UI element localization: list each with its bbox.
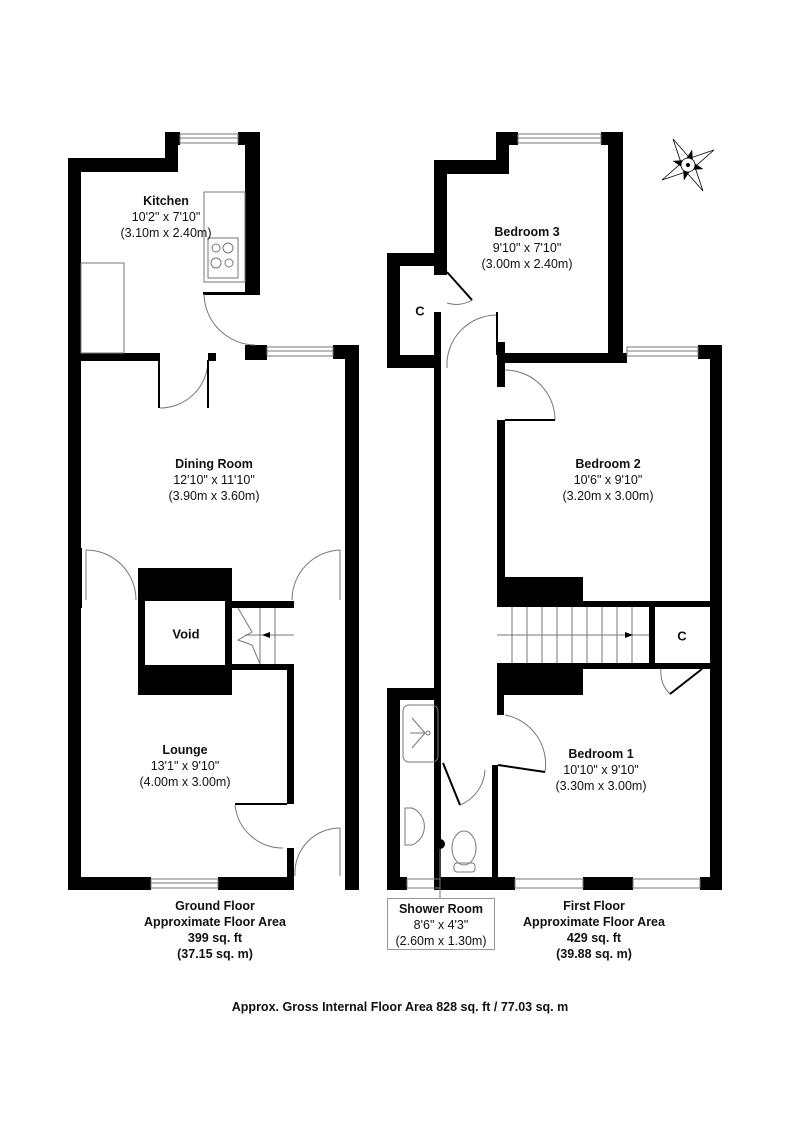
floor-sqft: 399 sq. ft bbox=[187, 931, 243, 945]
floor-subtitle: Approximate Floor Area bbox=[144, 915, 286, 929]
ground-floor-thin-lines bbox=[80, 133, 341, 889]
ground-floor-summary: Ground Floor Approximate Floor Area 399 … bbox=[144, 898, 286, 962]
room-name: Bedroom 3 bbox=[494, 225, 560, 239]
room-label-bedroom-3: Bedroom 3 9'10" x 7'10" (3.00m x 2.40m) bbox=[481, 224, 572, 272]
gross-internal-area: Approx. Gross Internal Floor Area 828 sq… bbox=[231, 1000, 569, 1014]
room-label-kitchen: Kitchen 10'2" x 7'10" (3.10m x 2.40m) bbox=[120, 193, 211, 241]
cupboard-label-2: C bbox=[677, 628, 687, 644]
room-imperial: 13'1" x 9'10" bbox=[150, 759, 220, 773]
room-label-bedroom-2: Bedroom 2 10'6" x 9'10" (3.20m x 3.00m) bbox=[562, 456, 653, 504]
room-metric: (3.10m x 2.40m) bbox=[120, 226, 212, 240]
room-name: Shower Room bbox=[398, 902, 484, 916]
room-metric: (3.90m x 3.60m) bbox=[168, 489, 260, 503]
room-imperial: 12'10" x 11'10" bbox=[173, 473, 255, 487]
room-name: Kitchen bbox=[143, 194, 189, 208]
room-imperial: 8'6" x 4'3" bbox=[413, 918, 469, 932]
floor-sqft: 429 sq. ft bbox=[566, 931, 622, 945]
room-metric: (2.60m x 1.30m) bbox=[395, 934, 487, 948]
stair-arrow-first bbox=[625, 632, 633, 638]
room-label-shower-room: Shower Room 8'6" x 4'3" (2.60m x 1.30m) bbox=[387, 898, 495, 950]
void-label: Void bbox=[172, 626, 200, 642]
room-name: Bedroom 2 bbox=[575, 457, 641, 471]
room-label-dining-room: Dining Room 12'10" x 11'10" (3.90m x 3.6… bbox=[168, 456, 259, 504]
room-metric: (4.00m x 3.00m) bbox=[139, 775, 231, 789]
room-imperial: 10'10" x 9'10" bbox=[563, 763, 639, 777]
floor-sqm: (39.88 sq. m) bbox=[556, 947, 632, 961]
room-metric: (3.00m x 2.40m) bbox=[481, 257, 573, 271]
first-floor-thin-lines bbox=[402, 133, 703, 898]
floor-title: Ground Floor bbox=[175, 899, 255, 913]
room-name: Bedroom 1 bbox=[568, 747, 634, 761]
floor-subtitle: Approximate Floor Area bbox=[523, 915, 665, 929]
room-name: Dining Room bbox=[175, 457, 253, 471]
cupboard-label-1: C bbox=[415, 303, 425, 319]
room-imperial: 10'2" x 7'10" bbox=[131, 210, 201, 224]
first-floor-summary: First Floor Approximate Floor Area 429 s… bbox=[523, 898, 665, 962]
room-label-lounge: Lounge 13'1" x 9'10" (4.00m x 3.00m) bbox=[139, 742, 230, 790]
first-floor-walls bbox=[387, 132, 722, 890]
stairs-lines bbox=[497, 607, 649, 663]
room-label-bedroom-1: Bedroom 1 10'10" x 9'10" (3.30m x 3.00m) bbox=[555, 746, 646, 794]
ground-floor-walls bbox=[68, 132, 359, 890]
shower-drain bbox=[435, 839, 445, 849]
room-name: Lounge bbox=[162, 743, 208, 757]
room-metric: (3.20m x 3.00m) bbox=[562, 489, 654, 503]
room-metric: (3.30m x 3.00m) bbox=[555, 779, 647, 793]
floor-sqm: (37.15 sq. m) bbox=[177, 947, 253, 961]
compass-rose bbox=[661, 138, 715, 192]
room-imperial: 10'6" x 9'10" bbox=[573, 473, 643, 487]
stair-arrow bbox=[262, 632, 270, 638]
floor-title: First Floor bbox=[563, 899, 625, 913]
room-imperial: 9'10" x 7'10" bbox=[492, 241, 562, 255]
